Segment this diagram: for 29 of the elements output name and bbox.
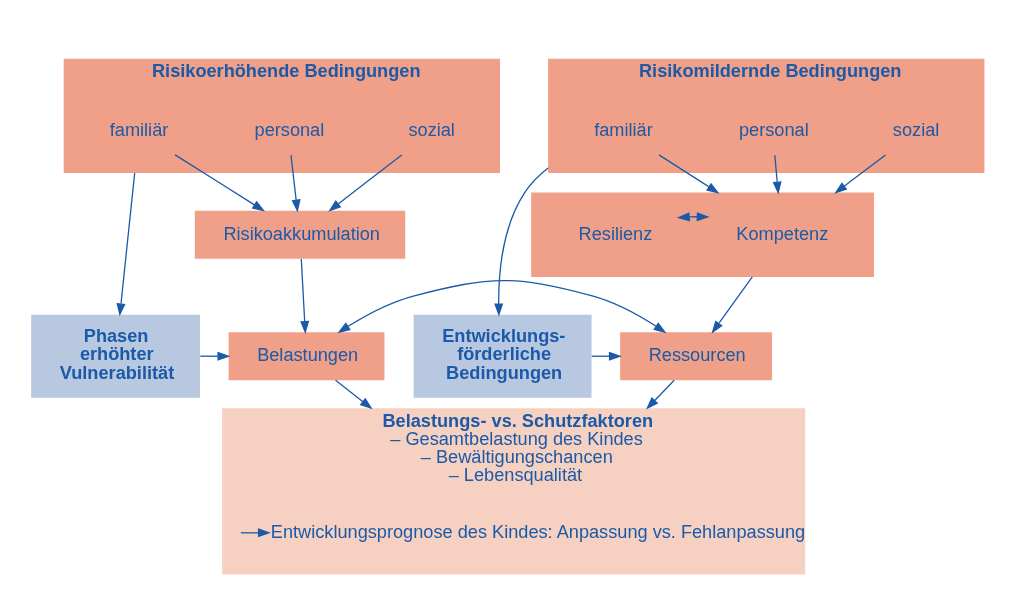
arrow: [493, 167, 549, 317]
node-text: personal: [738, 119, 809, 140]
node-text: personal: [254, 119, 324, 140]
arrow: [645, 379, 675, 410]
arrow: [334, 379, 373, 410]
node-text: familiär: [593, 119, 653, 140]
node-text: Entwicklungsprognose des Kindes: Anpassung vs. Fehlanpassung: [270, 521, 805, 542]
arrow: [833, 154, 886, 194]
arrow: [772, 154, 782, 195]
arrow: [174, 154, 265, 212]
node-box: Entwicklungs-förderliche Bedingungen: [413, 314, 592, 398]
node-box: Risikoakkumulation: [194, 210, 405, 259]
arrow: [676, 212, 710, 222]
arrow: [710, 276, 753, 334]
node-text: sozial: [407, 119, 455, 140]
node-text: Kompetenz: [735, 223, 828, 244]
node-text: sozial: [892, 119, 939, 140]
cluster: [530, 192, 874, 277]
node-box: Ressourcen: [619, 332, 772, 381]
arrow: [327, 154, 402, 212]
node-box: Belastungen: [228, 332, 384, 381]
arrow: [336, 279, 666, 334]
arrow: [289, 154, 301, 213]
arrow: [115, 172, 135, 317]
arrow: [299, 258, 309, 335]
node-text: Resilienz: [578, 223, 652, 244]
arrow: [657, 154, 719, 194]
node-box: Phasen erhöhter Vulnerabilität: [30, 314, 200, 398]
node-text: familiär: [109, 119, 168, 140]
